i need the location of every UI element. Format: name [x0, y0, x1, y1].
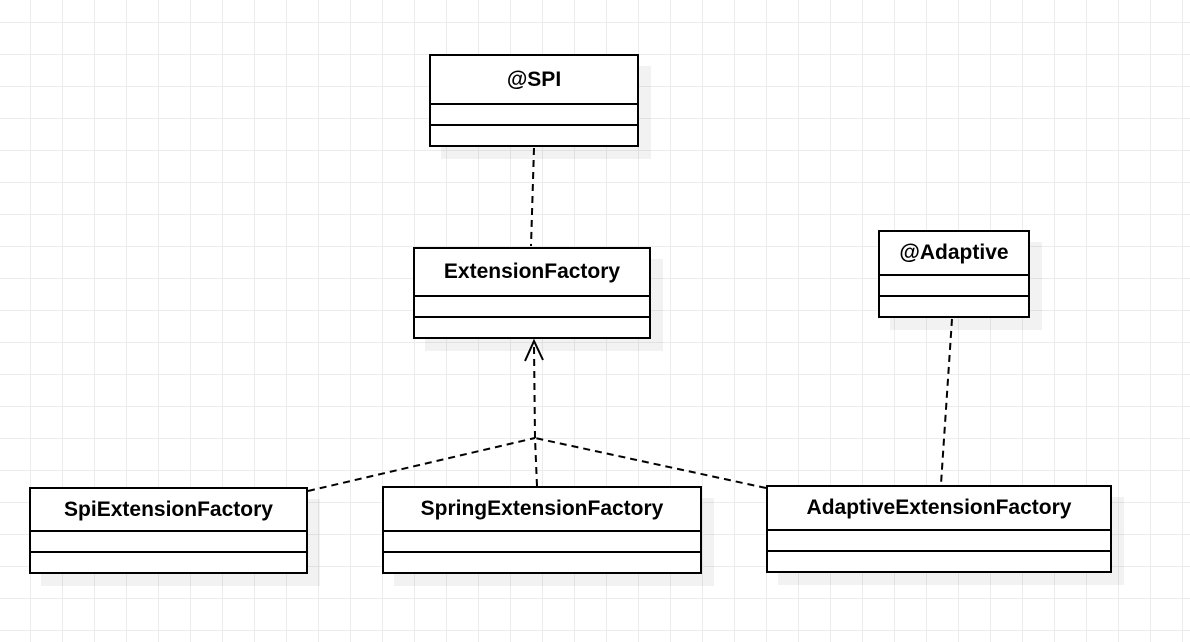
uml-class-spi-methods-compartment: [431, 124, 637, 145]
uml-class-adaptive-methods-compartment: [880, 295, 1028, 316]
uml-class-spi-extension-factory-attributes-compartment: [31, 530, 306, 551]
uml-class-adaptive-extension-factory-title: AdaptiveExtensionFactory: [806, 496, 1072, 519]
uml-class-extension-factory-title: ExtensionFactory: [443, 260, 621, 283]
edge-spiextensionfactory-to-junction[interactable]: [307, 437, 536, 492]
uml-class-spring-extension-factory-methods-compartment: [384, 551, 700, 572]
edge-springextensionfactory-to-junction[interactable]: [534, 437, 538, 487]
uml-class-adaptive-title: @Adaptive: [899, 241, 1009, 264]
edge-adaptiveextensionfactory-to-junction[interactable]: [534, 437, 767, 489]
uml-class-extension-factory-methods-compartment: [415, 316, 649, 337]
edge-spi-to-extensionfactory[interactable]: [530, 147, 535, 247]
edge-trunk-to-extensionfactory[interactable]: [533, 345, 536, 439]
uml-class-adaptive[interactable]: @Adaptive: [878, 230, 1030, 318]
uml-class-spi-extension-factory-title: SpiExtensionFactory: [64, 497, 273, 521]
uml-class-adaptive-extension-factory-attributes-compartment: [768, 529, 1110, 550]
uml-class-adaptive-extension-factory-methods-compartment: [768, 550, 1110, 571]
uml-class-spring-extension-factory[interactable]: SpringExtensionFactory: [382, 486, 702, 574]
uml-class-spi-attributes-compartment: [431, 103, 637, 124]
uml-class-extension-factory-attributes-compartment: [415, 295, 649, 316]
uml-class-spring-extension-factory-title: SpringExtensionFactory: [420, 497, 664, 520]
uml-class-spi-extension-factory-methods-compartment: [31, 551, 306, 572]
uml-class-spi-extension-factory[interactable]: SpiExtensionFactory: [29, 487, 308, 574]
edge-adaptive-to-adaptiveextensionfactory[interactable]: [940, 318, 953, 485]
uml-class-spi[interactable]: @SPI: [429, 54, 639, 147]
uml-class-extension-factory[interactable]: ExtensionFactory: [413, 247, 651, 339]
open-arrowhead-icon: [524, 338, 544, 362]
uml-class-adaptive-attributes-compartment: [880, 274, 1028, 295]
uml-class-spring-extension-factory-attributes-compartment: [384, 530, 700, 551]
uml-class-spi-title: @SPI: [506, 67, 562, 91]
uml-class-adaptive-extension-factory[interactable]: AdaptiveExtensionFactory: [766, 485, 1112, 573]
